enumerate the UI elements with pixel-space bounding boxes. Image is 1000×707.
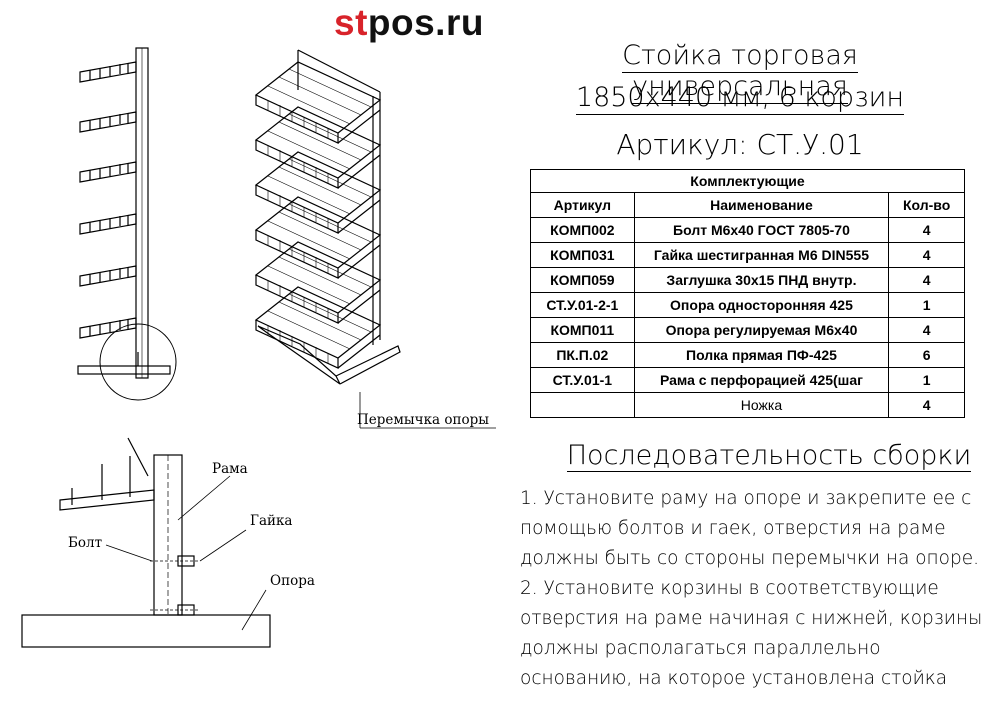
logo-part-red: st (334, 2, 368, 43)
instruction-line: основанию, на которое установлена стойка (520, 668, 948, 689)
cell-qty: 4 (888, 217, 965, 243)
cell-article: КОМП002 (530, 217, 635, 243)
instruction-line: должны быть со стороны перемычки на опор… (520, 548, 979, 569)
cell-qty: 6 (888, 342, 965, 368)
cell-qty: 1 (888, 292, 965, 318)
instruction-line: должны располагаться параллельно (520, 638, 881, 659)
cell-name: Болт М6х40 ГОСТ 7805-70 (633, 217, 890, 243)
cell-article (530, 392, 635, 418)
label-frame: Рама (212, 461, 248, 477)
instruction-line: 1. Установите раму на опоре и закрепите … (520, 488, 972, 509)
site-logo: stpos.ru (334, 2, 484, 44)
table-caption: Комплектующие (530, 169, 965, 193)
instruction-line: отверстия на раме начиная с нижней, корз… (520, 608, 983, 629)
assembly-instructions: 1. Установите раму на опоре и закрепите … (520, 484, 995, 694)
cell-article: СТ.У.01-1 (530, 367, 635, 393)
cell-qty: 4 (888, 242, 965, 268)
components-table: Комплектующие Артикул Наименование Кол-в… (530, 169, 965, 418)
assembly-title: Последовательность сборки (566, 440, 972, 472)
cell-name: Рама с перфорацией 425(шаг (633, 367, 890, 393)
logo-part-black: pos.ru (367, 2, 484, 43)
cell-name: Опора односторонняя 425 (633, 292, 890, 318)
perspective-rack-drawing (254, 49, 496, 429)
detail-view-drawing (21, 437, 271, 648)
cell-name: Ножка (633, 392, 890, 418)
instruction-line: 2. Установите корзины в соответствующие (520, 578, 939, 599)
label-bolt: Болт (68, 535, 103, 551)
table-header: Наименование (633, 192, 890, 218)
cell-qty: 4 (888, 392, 965, 418)
label-support: Опора (270, 573, 315, 589)
cell-qty: 1 (888, 367, 965, 393)
cell-article: СТ.У.01-2-1 (530, 292, 635, 318)
label-nut: Гайка (250, 513, 293, 529)
cell-name: Полка прямая ПФ-425 (633, 342, 890, 368)
product-title-line2: 1850х440 мм, 6 корзин (575, 82, 905, 115)
cell-name: Гайка шестигранная М6 DIN555 (633, 242, 890, 268)
cell-article: КОМП059 (530, 267, 635, 293)
cell-name: Опора регулируемая М6х40 (633, 317, 890, 343)
cell-article: ПК.П.02 (530, 342, 635, 368)
side-view-drawing (77, 47, 177, 401)
cell-name: Заглушка 30х15 ПНД внутр. (633, 267, 890, 293)
side-basket (79, 61, 137, 83)
table-header: Кол-во (888, 192, 965, 218)
label-crossbar: Перемычка опоры (357, 412, 489, 428)
product-article: Артикул: СТ.У.01 (616, 128, 864, 161)
product-title-line1: Стойка торговая универсальная (622, 40, 858, 104)
instruction-line: помощью болтов и гаек, отверстия на раме (520, 518, 946, 539)
